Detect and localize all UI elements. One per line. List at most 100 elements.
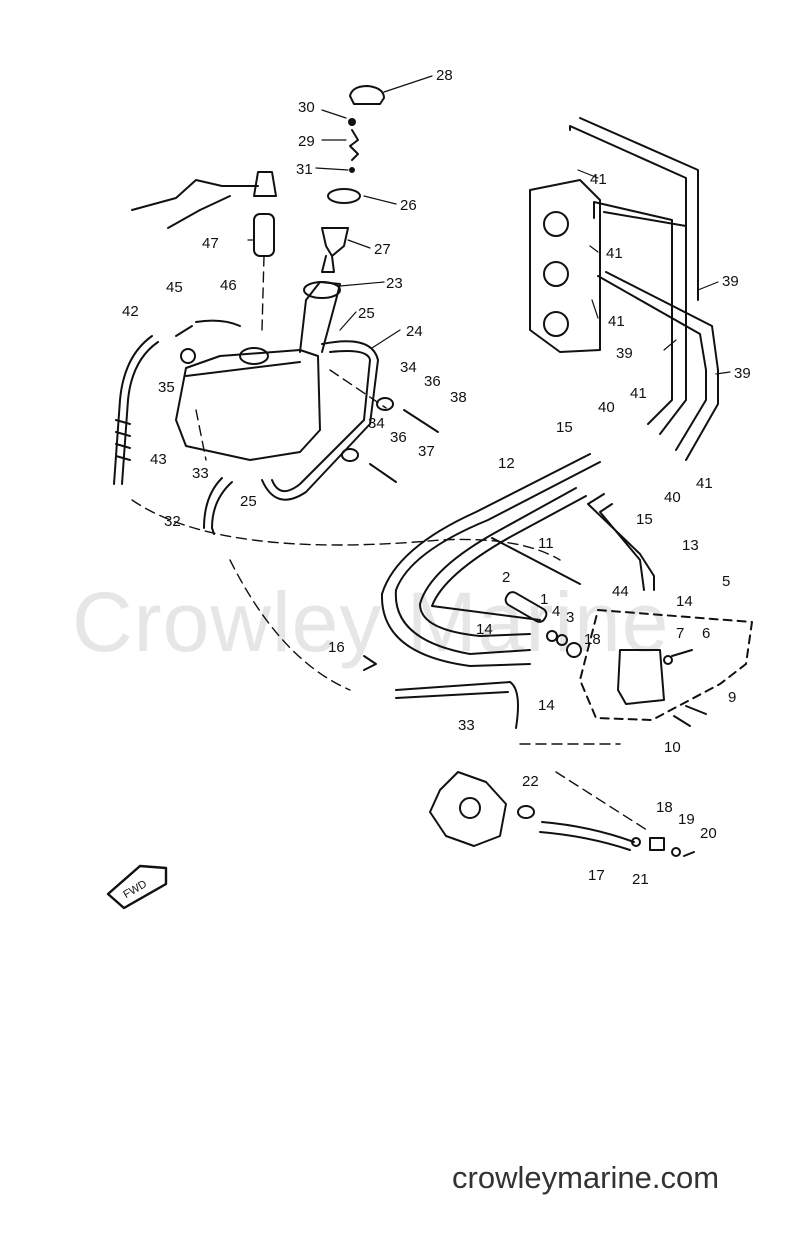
callout-23: 23 [386,275,403,292]
callout-31: 31 [296,161,313,178]
callout-25b: 25 [240,493,257,510]
leader-6 [195,409,207,461]
callout-15a: 15 [556,419,573,436]
callout-15b: 15 [636,511,653,528]
hose-11-b [431,495,587,621]
callout-47: 47 [202,235,219,252]
callout-9: 9 [728,689,736,706]
hose-43-coil [115,419,131,461]
callout-38: 38 [450,389,467,406]
gauge-wire-2 [167,195,231,229]
ball-30 [348,118,356,126]
callout-27: 27 [374,241,391,258]
callout-19: 19 [678,811,695,828]
plug-3 [566,642,582,658]
port-3 [543,311,569,337]
spring-19 [671,847,681,857]
callout-20: 20 [700,825,717,842]
callout-14c: 14 [538,697,555,714]
level-gauge-head [253,171,277,197]
oil-tank [175,349,321,461]
callout-16: 16 [328,639,345,656]
oil-tank-filler [303,281,341,299]
callout-44: 44 [612,583,629,600]
bolt-38 [403,409,439,433]
port-2 [543,261,569,287]
oil-tank-front-line [185,361,301,377]
collar-34b [341,448,359,462]
hose-39-a2 [579,117,699,301]
hose-46 [195,319,241,327]
cylinder-block [529,179,601,353]
hose-43 [121,341,159,485]
callout-13: 13 [682,537,699,554]
callout-10: 10 [664,739,681,756]
callout-42: 42 [122,303,139,320]
port-1 [543,211,569,237]
callout-18b: 18 [656,799,673,816]
callout-41e: 41 [696,475,713,492]
tank-cap-28 [349,85,385,105]
leader-2 [229,559,351,691]
hose-12 [394,461,601,655]
spring-29 [349,129,359,161]
callout-39c: 39 [734,365,751,382]
callout-1: 1 [540,591,548,608]
callout-34b: 34 [368,415,385,432]
fwd-arrow [106,864,168,910]
hose-13-b [599,503,645,591]
strainer-27 [321,227,349,273]
callout-34a: 34 [400,359,417,376]
callout-36b: 36 [390,429,407,446]
hose-39-c [597,275,707,451]
callout-2: 2 [502,569,510,586]
pin-20 [683,851,695,857]
callout-40a: 40 [598,399,615,416]
pin-31 [349,167,355,173]
callout-26: 26 [400,197,417,214]
pump-box-5 [579,609,753,721]
nipple-2 [504,591,548,623]
washer-7 [663,655,673,665]
callout-14b: 14 [476,621,493,638]
fwd-label: FWD [121,878,149,901]
gear-hub [459,797,481,819]
callout-4: 4 [552,603,560,620]
hose-lower-b [395,691,509,699]
o-ring-4 [556,634,568,646]
hose-24 [271,350,371,492]
callout-45: 45 [166,279,183,296]
hose-11 [419,487,577,637]
callout-39b: 39 [616,345,633,362]
hose-39-b [593,201,673,425]
leader-5 [261,255,265,331]
oil-tank-cap-boss [239,347,269,365]
leader-7 [329,369,387,409]
bolt-6 [671,649,693,657]
oil-pump [617,649,665,705]
callout-17: 17 [588,867,605,884]
callout-22: 22 [522,773,539,790]
hose-24-b [261,340,379,501]
screw-9 [685,705,707,715]
callout-41b: 41 [606,245,623,262]
watermark: Crowley Marine [72,575,670,669]
callout-3: 3 [566,609,574,626]
callout-12: 12 [498,455,515,472]
hose-17 [541,821,635,843]
site-footer[interactable]: crowleymarine.com [452,1160,720,1195]
hose-13 [587,493,655,591]
callout-24: 24 [406,323,423,340]
hose-32-b [203,477,223,529]
level-gauge-47 [253,213,275,257]
callout-36a: 36 [424,373,441,390]
callout-5: 5 [722,573,730,590]
callout-28: 28 [436,67,453,84]
bolt-10 [673,715,691,727]
hose-11-tail [491,537,581,585]
callout-37: 37 [418,443,435,460]
callout-29: 29 [298,133,315,150]
callout-33b: 33 [458,717,475,734]
callout-41d: 41 [630,385,647,402]
